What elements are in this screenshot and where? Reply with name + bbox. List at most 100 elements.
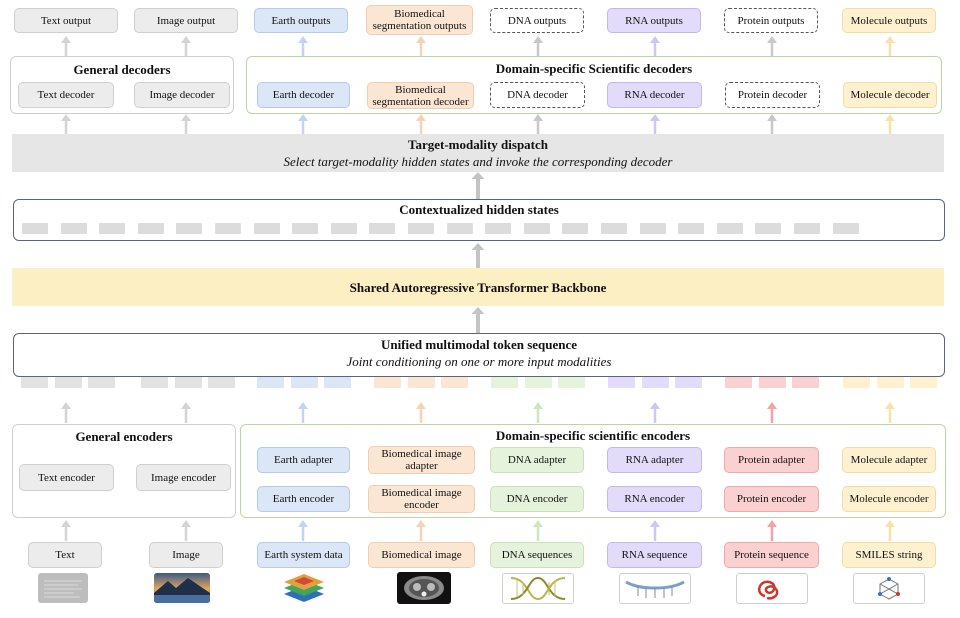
input-token	[208, 377, 235, 388]
scientific-encoders-title: Domain-specific scientific encoders	[495, 428, 691, 443]
output-dna: DNA outputs	[490, 8, 584, 33]
input-biomedical: Biomedical image	[368, 542, 475, 568]
flow-arrow	[416, 36, 426, 56]
rna-decoder: RNA decoder	[607, 82, 702, 108]
hidden-state-token	[794, 223, 820, 234]
flow-arrow	[298, 114, 308, 134]
flow-arrow	[181, 402, 191, 423]
flow-arrow	[650, 114, 660, 134]
output-protein: Protein outputs	[724, 8, 818, 33]
rna-encoder: RNA encoder	[607, 486, 702, 512]
flow-arrow	[533, 402, 543, 423]
input-token	[174, 377, 202, 388]
input-token	[374, 377, 401, 388]
hidden-state-token	[446, 223, 473, 234]
token-sequence-panel	[13, 333, 945, 377]
protein-encoder: Protein encoder	[724, 486, 819, 512]
hidden-state-token	[99, 223, 126, 234]
hidden-state-token	[755, 223, 782, 234]
input-token	[141, 377, 168, 388]
output-biomedical: Biomedical segmentation outputs	[366, 5, 473, 35]
text-decoder: Text decoder	[18, 82, 114, 108]
input-token	[675, 377, 702, 388]
input-token	[758, 377, 786, 388]
input-rna: RNA sequence	[607, 542, 702, 568]
earth-data-layers-icon	[280, 570, 328, 604]
output-earth: Earth outputs	[254, 8, 348, 33]
hidden-state-token	[639, 223, 666, 234]
general-decoders-panel	[10, 56, 234, 114]
flow-arrow	[61, 36, 71, 56]
input-token	[558, 377, 585, 388]
input-token	[407, 377, 435, 388]
flow-arrow	[650, 520, 660, 541]
flow-arrow	[885, 36, 895, 56]
flow-arrow	[416, 402, 426, 423]
flow-arrow	[181, 520, 191, 541]
flow-arrow	[533, 36, 543, 56]
scientific-decoders-title: Domain-specific Scientific decoders	[495, 61, 693, 76]
biomedical-encoder: Biomedical image encoder	[368, 485, 475, 513]
input-earth: Earth system data	[257, 542, 350, 568]
input-token	[641, 377, 669, 388]
earth-encoder: Earth encoder	[257, 486, 350, 512]
flow-arrow	[767, 36, 777, 56]
landscape-image-icon	[154, 573, 210, 603]
dispatch-title: Target-modality dispatch	[408, 137, 548, 152]
hidden-state-token	[22, 223, 48, 234]
general-decoders-title: General decoders	[73, 62, 171, 77]
input-token	[290, 377, 318, 388]
earth-decoder: Earth decoder	[257, 82, 350, 108]
token-sequence-subtitle: Joint conditioning on one or more input …	[346, 354, 612, 369]
hidden-state-token	[215, 223, 241, 234]
protein-structure-icon	[736, 573, 808, 604]
text-encoder: Text encoder	[19, 464, 114, 491]
input-token	[725, 377, 752, 388]
backbone-title: Shared Autoregressive Transformer Backbo…	[349, 280, 607, 295]
flow-arrow	[181, 36, 191, 56]
input-token	[324, 377, 351, 388]
input-token	[441, 377, 468, 388]
hidden-states-title: Contextualized hidden states	[399, 202, 559, 217]
earth-adapter: Earth adapter	[257, 447, 350, 473]
molecule-encoder: Molecule encoder	[842, 486, 936, 512]
input-token	[608, 377, 635, 388]
hidden-state-token	[330, 223, 357, 234]
flow-arrow	[298, 36, 308, 56]
hidden-state-token	[832, 223, 859, 234]
hidden-state-token	[601, 223, 627, 234]
input-token	[792, 377, 819, 388]
flow-arrow	[298, 520, 308, 541]
molecule-adapter: Molecule adapter	[842, 447, 936, 473]
flow-arrow	[416, 114, 426, 134]
ct-scan-image-icon	[397, 572, 451, 604]
input-token	[876, 377, 904, 388]
flow-arrow	[181, 114, 191, 134]
flow-arrow	[650, 402, 660, 423]
rna-strand-icon	[619, 573, 691, 604]
flow-arrow	[650, 36, 660, 56]
hidden-state-token	[369, 223, 396, 234]
input-protein: Protein sequence	[724, 542, 819, 568]
flow-arrow	[885, 520, 895, 541]
hidden-states-panel	[13, 199, 945, 241]
biomedical-decoder: Biomedical segmentation decoder	[367, 82, 474, 109]
input-image: Image	[149, 542, 223, 568]
output-image: Image output	[134, 8, 238, 33]
dispatch-band	[12, 134, 944, 172]
hidden-state-token	[292, 223, 319, 234]
general-encoders-panel	[12, 424, 236, 518]
molecule-structure-icon	[853, 573, 925, 604]
dna-decoder: DNA decoder	[490, 82, 585, 108]
flow-arrow	[61, 520, 71, 541]
flow-arrow	[61, 402, 71, 423]
hidden-state-token	[562, 223, 589, 234]
scientific-decoders-panel	[246, 56, 942, 114]
input-token	[491, 377, 518, 388]
input-token	[910, 377, 937, 388]
input-text: Text	[28, 542, 102, 568]
flow-arrow	[885, 402, 895, 423]
dispatch-subtitle: Select target-modality hidden states and…	[283, 154, 673, 169]
input-token	[843, 377, 870, 388]
